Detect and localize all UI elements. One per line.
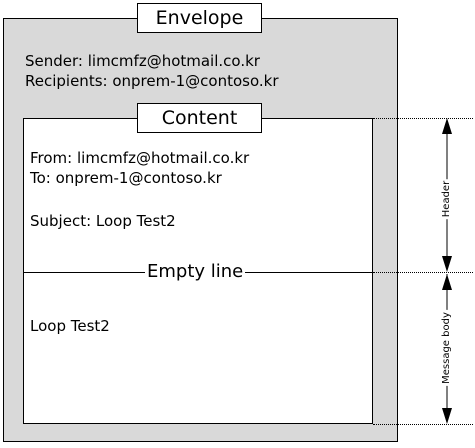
header-arrow-down [442,256,452,272]
body-arrow-up [442,274,452,290]
empty-line-label: Empty line [145,261,246,283]
envelope-title: Envelope [137,3,262,33]
content-title: Content [137,103,262,133]
header-subject: Subject: Loop Test2 [30,212,176,230]
envelope-recipients: Recipients: onprem-1@contoso.kr [25,72,279,90]
header-label: Header [441,178,454,220]
header-to: To: onprem-1@contoso.kr [30,169,222,187]
message-body-text: Loop Test2 [30,317,110,335]
body-bottom-guide [373,424,473,425]
header-bottom-guide [373,272,473,273]
header-top-guide [373,118,473,119]
header-from: From: limcmfz@hotmail.co.kr [30,149,250,167]
message-body-label-wrap: Message body [407,310,475,386]
header-arrow-up [442,118,452,134]
body-arrow-down [442,408,452,424]
envelope-sender: Sender: limcmfz@hotmail.co.kr [25,52,260,70]
message-body-label: Message body [441,310,453,386]
header-label-wrap: Header [427,178,467,220]
